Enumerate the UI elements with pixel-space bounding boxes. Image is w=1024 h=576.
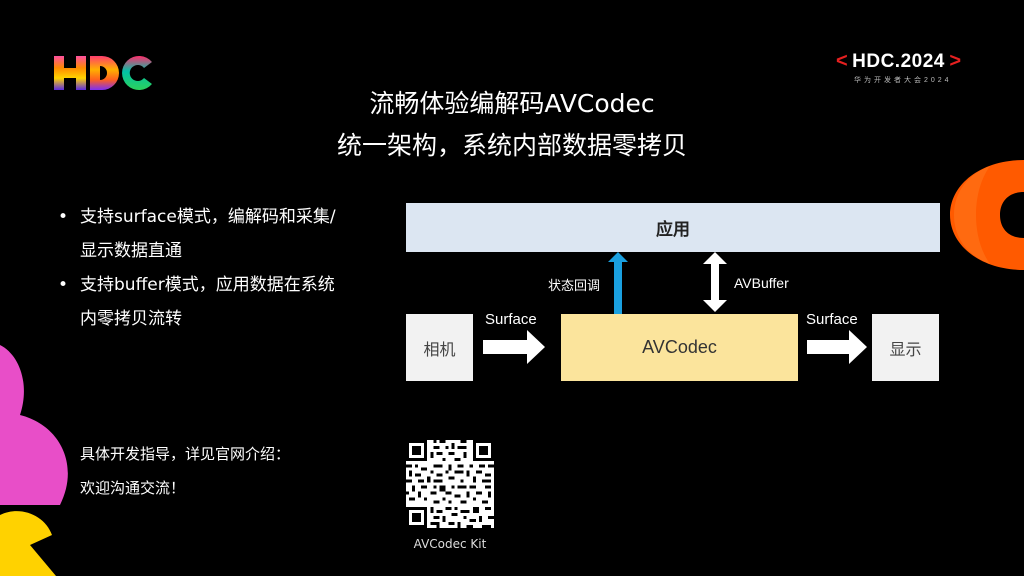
guide-line: 欢迎沟通交流！ — [80, 479, 186, 497]
up-arrow-icon — [608, 252, 628, 314]
app-box: 应用 — [406, 203, 940, 252]
page-title: 流畅体验编解码AVCodec — [369, 89, 655, 118]
qr-caption: AVCodec Kit — [413, 537, 487, 551]
surface-in-label: Surface — [485, 311, 537, 328]
status-callback-label: 状态回调 — [548, 279, 601, 294]
bullet-line: 支持buffer模式，应用数据在系统 — [80, 275, 335, 295]
avbuffer-label: AVBuffer — [734, 275, 789, 291]
badge-left-bracket: < — [836, 50, 848, 72]
bullet-dot-icon: • — [58, 207, 69, 227]
pink-shape-icon — [0, 345, 68, 505]
bullet-line: 显示数据直通 — [80, 241, 182, 261]
hdc-logo-icon — [54, 56, 152, 90]
right-arrow-icon — [807, 330, 867, 364]
badge-brand: HDC.2024 — [852, 51, 945, 72]
qr-code-icon[interactable] — [406, 440, 494, 528]
display-box: 显示 — [872, 314, 939, 381]
bullet-list: • 支持surface模式，编解码和采集/ 显示数据直通 • 支持buffer模… — [58, 200, 388, 336]
page-subtitle: 统一架构，系统内部数据零拷贝 — [336, 131, 687, 160]
hdc-2024-badge: < HDC.2024 > 华为开发者大会2024 — [836, 50, 976, 92]
list-item: • 支持surface模式，编解码和采集/ 显示数据直通 — [58, 200, 388, 268]
guide-line: 具体开发指导，详见官网介绍： — [80, 445, 291, 463]
bullet-line: 支持surface模式，编解码和采集/ — [80, 207, 336, 227]
bullet-line: 内零拷贝流转 — [80, 309, 182, 329]
yellow-shape-icon — [0, 511, 56, 576]
bullet-dot-icon: • — [58, 275, 69, 295]
surface-out-label: Surface — [806, 311, 858, 328]
camera-box: 相机 — [406, 314, 473, 381]
guide-text: 具体开发指导，详见官网介绍： 欢迎沟通交流！ — [80, 437, 290, 505]
avcodec-box: AVCodec — [561, 314, 798, 381]
badge-subtitle: 华为开发者大会2024 — [854, 77, 952, 84]
bullet-text: 支持surface模式，编解码和采集/ 显示数据直通 — [80, 200, 388, 268]
double-arrow-icon — [703, 252, 727, 312]
right-arrow-icon — [483, 330, 545, 364]
badge-right-bracket: > — [949, 50, 961, 72]
orange-shape-icon — [950, 160, 1024, 270]
bullet-text: 支持buffer模式，应用数据在系统 内零拷贝流转 — [80, 268, 388, 336]
list-item: • 支持buffer模式，应用数据在系统 内零拷贝流转 — [58, 268, 388, 336]
